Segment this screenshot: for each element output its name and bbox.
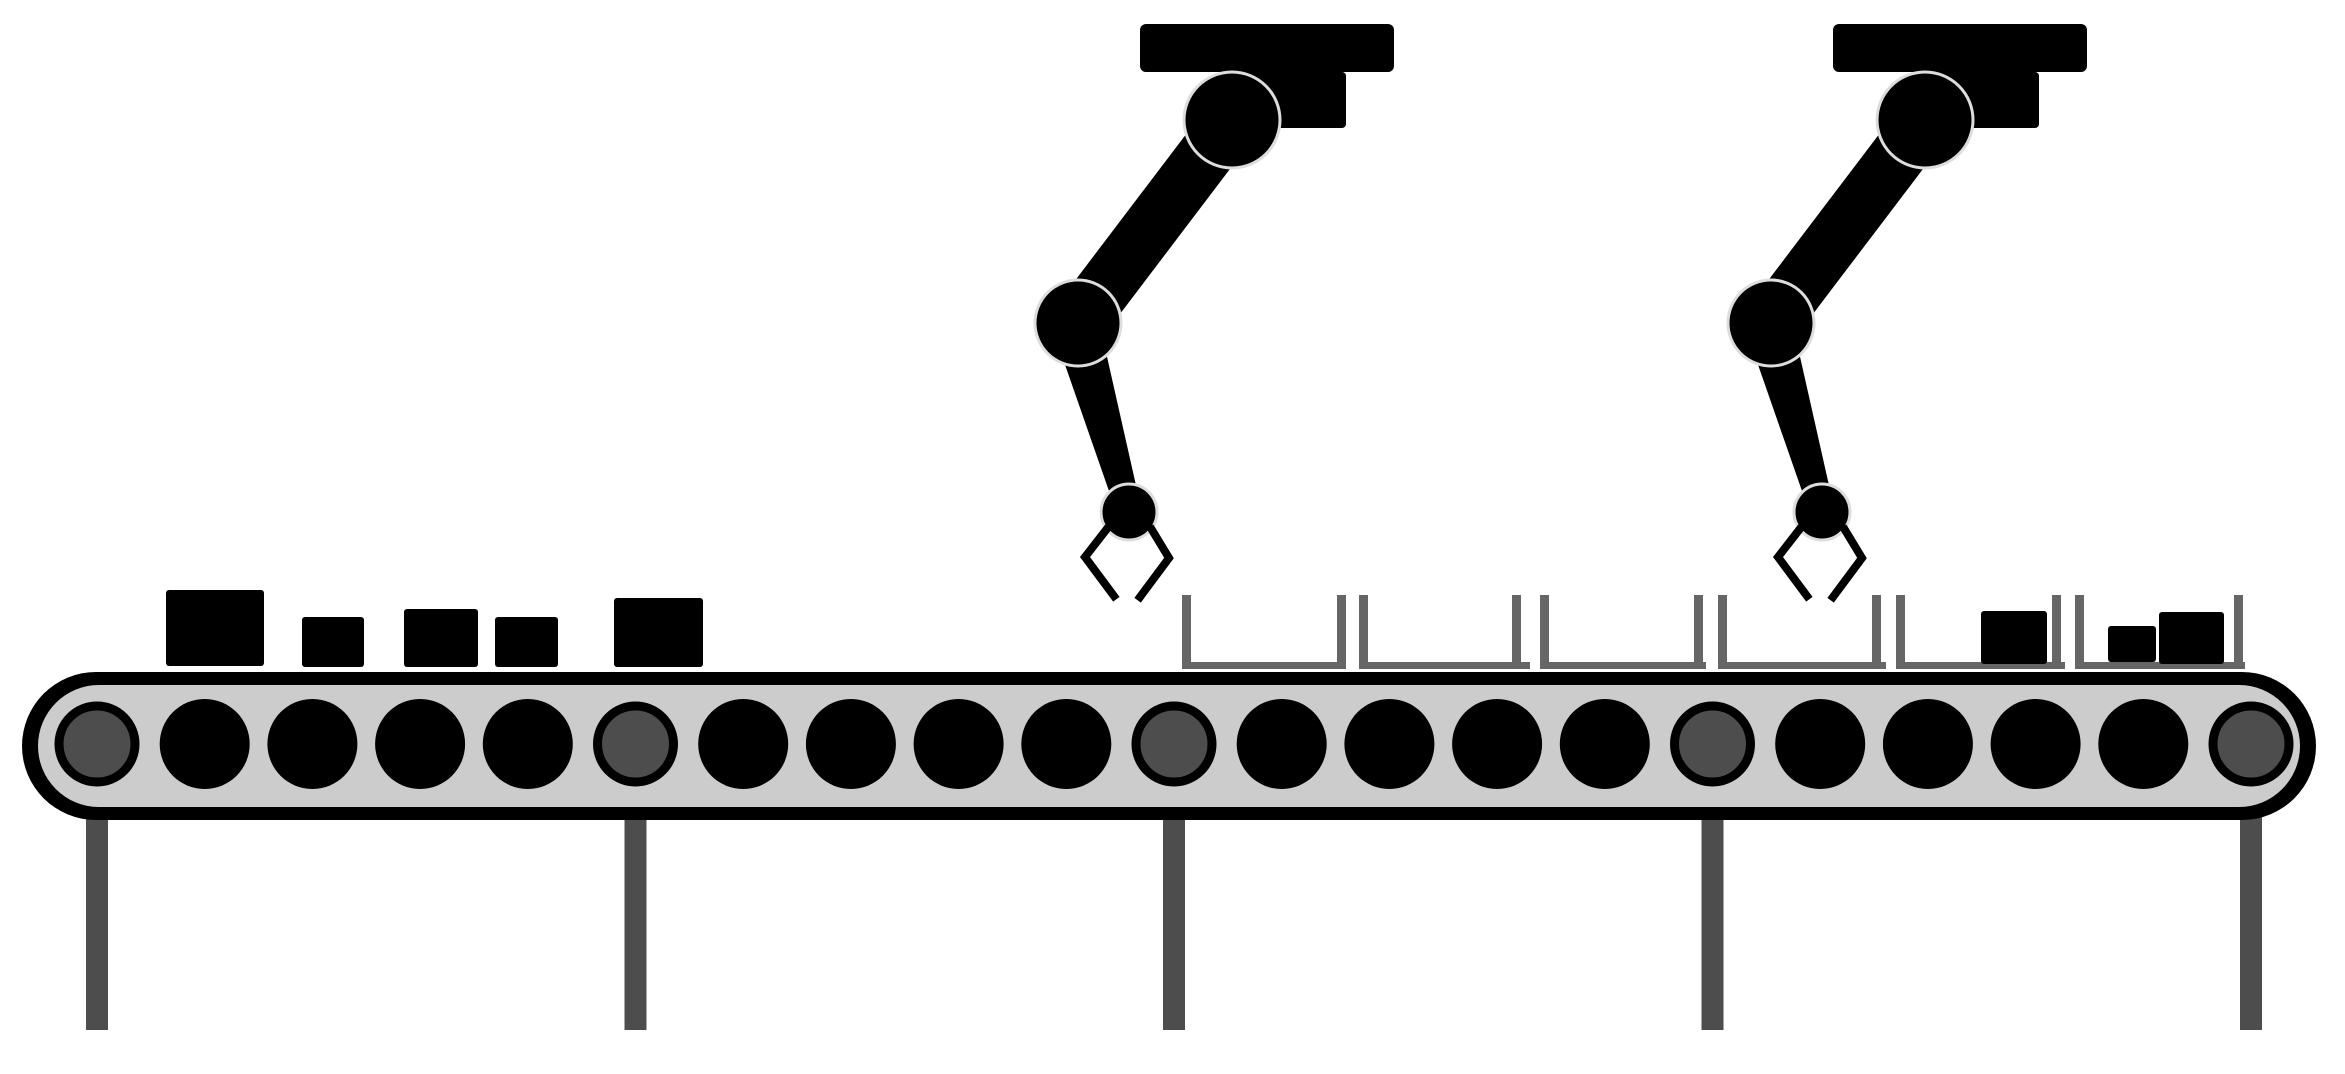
roller — [482, 699, 573, 789]
shoulder-joint — [1182, 70, 1282, 170]
roller — [1452, 699, 1543, 789]
robot-arm-1 — [1033, 24, 1394, 603]
compartment-divider — [1540, 595, 1706, 669]
roller — [1775, 699, 1866, 789]
compartment-divider — [1718, 595, 1886, 669]
gripper-claw-left — [1772, 524, 1813, 602]
box — [495, 617, 558, 667]
compartment-divider — [1182, 595, 1346, 669]
wrist-joint — [1792, 482, 1852, 542]
support-roller — [54, 701, 140, 787]
box — [404, 609, 478, 667]
forearm — [1055, 330, 1142, 514]
roller — [1236, 699, 1327, 789]
box — [2108, 626, 2156, 662]
elbow-joint — [1726, 278, 1816, 368]
conveyor-rollers — [54, 699, 2294, 789]
roller — [267, 699, 358, 789]
compartment-divider — [1896, 595, 2065, 669]
box — [1981, 611, 2047, 664]
gripper-claw-right — [1134, 524, 1174, 603]
gripper-claw-left — [1079, 524, 1120, 602]
support-roller — [2208, 701, 2294, 787]
box — [2159, 612, 2224, 664]
box — [166, 590, 264, 666]
box — [302, 617, 364, 667]
roller — [1990, 699, 2081, 789]
compartment-trays — [1182, 595, 2245, 669]
roller — [1882, 699, 1973, 789]
ceiling-mount — [1833, 24, 2087, 72]
boxes-left-group — [166, 590, 703, 667]
support-roller — [593, 701, 678, 787]
boxes-right-group — [1981, 611, 2224, 664]
robot-arm-2 — [1726, 24, 2087, 603]
compartment-divider — [1359, 595, 1530, 669]
elbow-joint — [1033, 278, 1123, 368]
roller — [2098, 699, 2189, 789]
roller — [1021, 699, 1112, 789]
roller — [1344, 699, 1435, 789]
ceiling-mount — [1140, 24, 1394, 72]
shoulder-joint — [1875, 70, 1975, 170]
compartment-divider — [2075, 595, 2245, 669]
roller — [159, 699, 250, 789]
roller — [1559, 699, 1650, 789]
roller — [375, 699, 466, 789]
wrist-joint — [1099, 482, 1159, 542]
roller — [913, 699, 1004, 789]
roller — [698, 699, 789, 789]
forearm — [1748, 330, 1835, 514]
support-roller — [1131, 701, 1217, 787]
box — [614, 598, 703, 667]
roller — [805, 699, 896, 789]
support-roller — [1670, 701, 1755, 787]
gripper-claw-right — [1827, 524, 1867, 603]
